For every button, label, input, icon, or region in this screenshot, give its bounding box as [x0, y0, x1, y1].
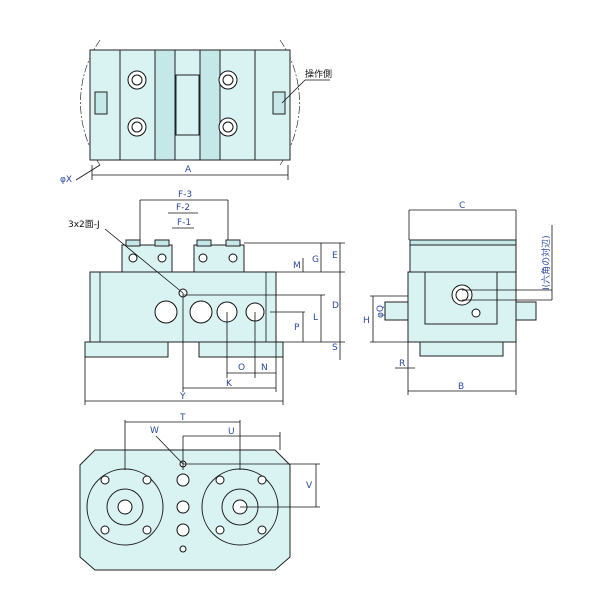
dim-h-label: H [363, 316, 370, 326]
dim-r-label: R [399, 359, 405, 369]
dim-w-label: W [150, 426, 159, 436]
dim-k-label: K [226, 379, 233, 389]
side-view: C I(六角の対辺) H φQ R B [363, 201, 553, 395]
dim-i-label: I(六角の対辺) [540, 235, 552, 290]
dim-v-label: V [306, 481, 313, 491]
dim-f3-label: F-3 [178, 190, 192, 200]
dim-n-label: N [261, 363, 268, 373]
dim-y-label: Y [179, 392, 186, 402]
dim-phi-x-label: φX [60, 175, 72, 185]
dim-o-label: O [238, 363, 245, 373]
bottom-view: T U W V [79, 413, 320, 571]
dim-a-label: A [185, 165, 192, 175]
dim-l-label: L [313, 313, 318, 323]
hole-note-label: 3x2面-J [68, 219, 100, 230]
dim-e-label: E [332, 251, 338, 261]
dim-d-label: D [332, 301, 339, 311]
dim-t-label: T [179, 413, 186, 423]
front-view: F-3 F-2 F-1 3x2面-J G E M D L P S O N K Y [68, 190, 345, 405]
dim-g-label: G [312, 255, 319, 265]
dim-s-label: S [332, 343, 338, 353]
operation-side-label: 操作側 [305, 68, 332, 80]
dim-u-label: U [228, 427, 235, 437]
dim-b-label: B [458, 382, 464, 392]
dim-phi-q-label: φQ [376, 305, 386, 318]
dim-m-label: M [293, 261, 301, 271]
dim-f2-label: F-2 [176, 203, 190, 213]
dim-c-label: C [459, 201, 465, 211]
dim-p-label: P [294, 323, 300, 333]
top-view: A φX 操作側 [60, 39, 332, 185]
dim-f1-label: F-1 [177, 218, 191, 228]
